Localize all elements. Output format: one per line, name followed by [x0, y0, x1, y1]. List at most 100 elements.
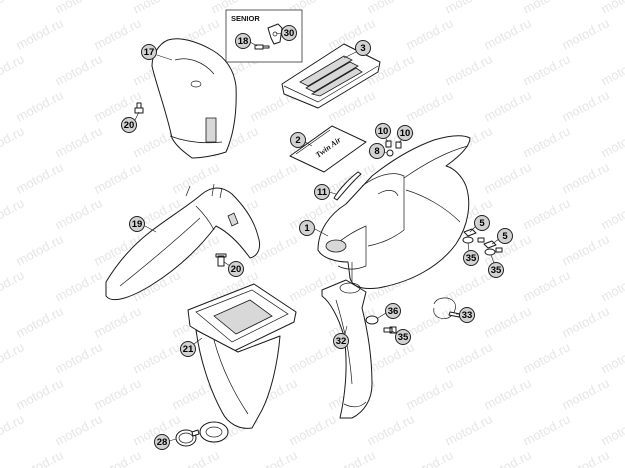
watermark-text: motod.ru: [91, 303, 143, 340]
watermark-text: motod.ru: [91, 87, 143, 124]
callout-number: 10: [378, 126, 389, 137]
callout-35: 35: [463, 250, 479, 266]
callout-36: 36: [385, 303, 401, 319]
watermark-text: motod.ru: [91, 15, 143, 52]
callout-33: 33: [459, 307, 475, 323]
watermark-text: motod.ru: [247, 447, 299, 468]
senior-group-label: SENIOR: [231, 14, 260, 23]
airbox-side-panel: [317, 135, 471, 289]
callout-circle: [228, 261, 244, 277]
callout-number: 35: [398, 332, 409, 343]
front-fender: [105, 183, 261, 301]
watermark-text: motod.ru: [13, 447, 65, 468]
callout-number: 10: [400, 128, 411, 139]
watermark-text: motod.ru: [403, 87, 455, 124]
callout-number: 8: [374, 146, 379, 157]
watermark-text: motod.ru: [52, 51, 104, 88]
watermark-text: motod.ru: [13, 15, 65, 52]
watermark-text: motod.ru: [559, 87, 611, 124]
callout-circle: [299, 220, 315, 236]
watermark-text: motod.ru: [598, 267, 625, 304]
watermark-text: motod.ru: [403, 15, 455, 52]
watermark-text: motod.ru: [442, 51, 494, 88]
watermark-text: motod.ru: [481, 303, 533, 340]
callout-circle: [290, 132, 306, 148]
watermark-text: motod.ru: [91, 159, 143, 196]
watermark-text: motod.ru: [325, 447, 377, 468]
watermark-text: motod.ru: [13, 303, 65, 340]
watermark-text: motod.ru: [0, 339, 27, 376]
watermark-text: motod.ru: [364, 0, 416, 17]
watermark-text: motod.ru: [0, 123, 27, 160]
callout-number: 30: [284, 28, 295, 39]
watermark-text: motod.ru: [481, 15, 533, 52]
watermark-text: motod.ru: [598, 195, 625, 232]
watermark-text: motod.ru: [520, 411, 572, 448]
watermark-text: motod.ru: [442, 0, 494, 17]
watermark-text: motod.ru: [91, 375, 143, 412]
callout-circle: [141, 44, 157, 60]
air-filter-cover: [281, 43, 381, 109]
callout-number: 35: [491, 265, 502, 276]
screw-35-left: [477, 237, 485, 243]
callout-circle: [235, 33, 251, 49]
watermark-text: motod.ru: [13, 159, 65, 196]
seal-36: [365, 315, 379, 325]
watermark-text: motod.ru: [52, 0, 104, 17]
front-number-plate: [151, 38, 237, 159]
callout-19: 19: [129, 216, 145, 232]
callout-number: 5: [479, 218, 485, 229]
watermark-text: motod.ru: [559, 15, 611, 52]
callout-number: 17: [144, 47, 155, 58]
watermark-text: motod.ru: [520, 123, 572, 160]
watermark-text: motod.ru: [559, 159, 611, 196]
callout-circle: [474, 215, 490, 231]
leader-lines: [134, 32, 500, 442]
watermark-text: motod.ru: [169, 447, 221, 468]
watermark-text: motod.ru: [0, 411, 27, 448]
callout-number: 21: [183, 344, 194, 355]
watermark-text: motod.ru: [52, 195, 104, 232]
watermark-text: motod.ru: [0, 51, 27, 88]
screw-35-right: [495, 247, 503, 253]
callout-circle: [281, 25, 297, 41]
callout-number: 20: [124, 120, 135, 131]
callout-21: 21: [180, 341, 196, 357]
watermark-text: motod.ru: [130, 339, 182, 376]
callout-11: 11: [314, 184, 330, 200]
strap-11: [333, 171, 362, 201]
washer-5-right: [483, 240, 497, 249]
bolt-18: [254, 44, 270, 50]
callout-17: 17: [141, 44, 157, 60]
callout-circle: [385, 303, 401, 319]
watermark-text: motod.ru: [520, 195, 572, 232]
watermark-text: motod.ru: [52, 267, 104, 304]
callout-10: 10: [375, 123, 391, 139]
callout-circle: [375, 123, 391, 139]
watermark-text: motod.ru: [559, 303, 611, 340]
watermark-text: motod.ru: [559, 375, 611, 412]
callout-number: 5: [502, 231, 508, 242]
air-intake-boot: [187, 283, 297, 443]
callout-circle: [397, 125, 413, 141]
callout-circle: [497, 228, 513, 244]
clip-10-left: [385, 140, 392, 148]
callout-number: 2: [295, 135, 300, 146]
watermark-text: motod.ru: [13, 87, 65, 124]
bracket-30: [267, 23, 283, 45]
hose-clamp-28: [175, 429, 200, 447]
watermark-text: motod.ru: [520, 339, 572, 376]
watermark-text: motod.ru: [442, 411, 494, 448]
watermark-text: motod.ru: [403, 303, 455, 340]
watermark-text: motod.ru: [403, 447, 455, 468]
watermark-text: motod.ru: [286, 411, 338, 448]
callout-number: 3: [360, 43, 365, 54]
callout-32: 32: [333, 333, 349, 349]
watermark-text: motod.ru: [481, 159, 533, 196]
callout-18: 18: [235, 33, 251, 49]
callout-number: 36: [388, 306, 399, 317]
callout-circle: [355, 40, 371, 56]
callout-20: 20: [121, 117, 137, 133]
watermark-text: motod.ru: [52, 123, 104, 160]
callout-number: 32: [336, 336, 347, 347]
